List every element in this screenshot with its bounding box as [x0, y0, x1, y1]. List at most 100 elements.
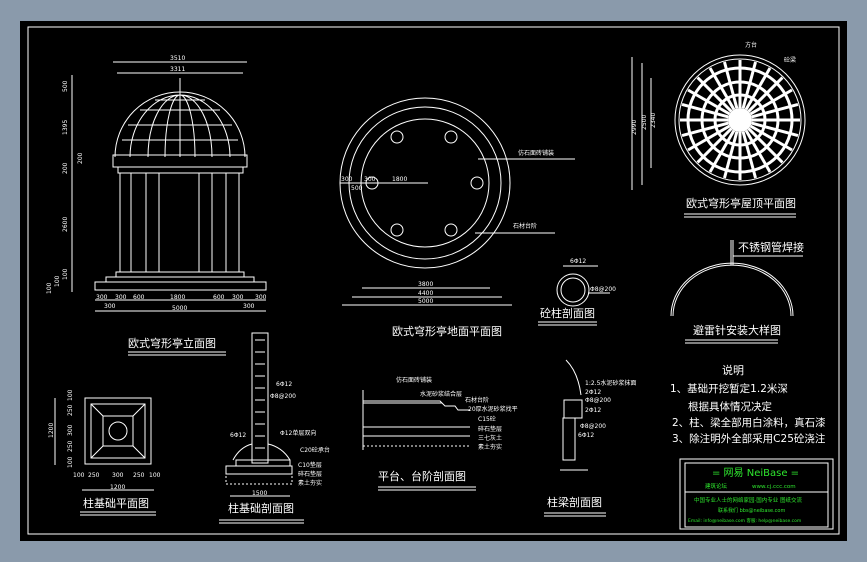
view-title: 柱基础剖面图 [228, 501, 294, 515]
annotation: 6Φ12 [276, 381, 292, 388]
brand-logo-text: = 网易 NeiBase = [712, 467, 799, 479]
roof-beam [696, 76, 733, 113]
dome [114, 91, 246, 158]
roof-beam [751, 103, 799, 119]
dim-label: 300 [115, 294, 127, 301]
dim-label: 500 [62, 80, 69, 92]
roof-beam [723, 61, 739, 109]
elevation-view: 3510 3311 500 1395 200 200 2600 100 100 … [46, 55, 267, 356]
roof-beam [708, 129, 736, 173]
dim-label: 300 [67, 424, 74, 436]
roof-beam [747, 127, 784, 164]
annotation: Φ12单层双向 [280, 429, 316, 437]
annotation: 石材台阶 [465, 396, 489, 404]
dim-label: 250 [67, 440, 74, 452]
annotation: 2Φ12 [585, 407, 601, 414]
annotation: 仿石面砖铺装 [396, 376, 432, 384]
dim-label: 2500 [641, 115, 648, 130]
dim-label: 100 [46, 282, 53, 294]
beam-section-view: 1:2.5水泥砂浆抹面 2Φ12 Φ8@200 2Φ12 Φ8@200 6Φ12… [544, 359, 636, 517]
roof-beam [747, 76, 784, 113]
footing-section-view: 1500 6Φ12 Φ8@200 6Φ12 Φ12单层双向 C20砼承台 C10… [219, 332, 330, 524]
note-line: 根据具体情况决定 [688, 400, 772, 413]
dim-label: 1800 [392, 176, 407, 183]
annotation: 2Φ12 [585, 389, 601, 396]
site-url[interactable]: www.cj.ccc.com [752, 484, 796, 490]
notes: 说明 1、基础开挖暂定1.2米深 根据具体情况决定 2、柱、梁全部用白涂料，真石… [670, 363, 826, 445]
roof-beam [751, 121, 799, 137]
roof-plan-view: 2990 2500 2340 方台 砼梁 欧式穹形亭屋顶平面图 [631, 41, 806, 218]
roof-beam [749, 124, 793, 152]
view-title: 砼柱剖面图 [540, 306, 595, 320]
dim-label: 250 [133, 472, 145, 479]
dim-label: 1500 [252, 490, 267, 497]
column-footprint [390, 223, 404, 237]
annotation: 6Φ12 [578, 432, 594, 439]
dim-label: 100 [149, 472, 161, 479]
view-title: 欧式穹形亭屋顶平面图 [686, 196, 796, 210]
annotation: 碎石垫层 [298, 470, 322, 478]
annotation: 石材台阶 [513, 222, 537, 230]
annotation: 不锈钢管焊接 [738, 240, 804, 254]
annotation: Φ8@200 [270, 393, 296, 400]
annotation: 砼梁 [784, 56, 796, 64]
dim-label: 250 [88, 472, 100, 479]
dim-label: 250 [67, 404, 74, 416]
dim-label: 300 [96, 294, 108, 301]
note-line: 2、柱、梁全部用白涂料，真石漆 [672, 416, 826, 429]
dim-label: 300 [232, 294, 244, 301]
dim-label: 300 [341, 176, 353, 183]
dim-label: 4400 [418, 290, 433, 297]
dim-label: 300 [243, 303, 255, 310]
lightning-rod-detail: 不锈钢管焊接 避雷针安装大样图 [670, 240, 804, 344]
dim-label: 5000 [172, 305, 187, 312]
dim-label: 2990 [631, 120, 638, 135]
annotation: C15砼 [478, 415, 496, 423]
annotation: 碎石垫层 [478, 425, 502, 433]
column-footprint [470, 176, 484, 190]
roof-beam [741, 61, 757, 109]
roof-beam [681, 121, 729, 137]
notes-title: 说明 [722, 363, 744, 377]
roof-beam [687, 88, 731, 116]
dim-label: 1395 [62, 120, 69, 135]
dim-label: 100 [54, 275, 61, 287]
annotation: Φ8@200 [580, 423, 606, 430]
annotation: 素土夯实 [298, 479, 322, 487]
note-line: 3、除注明外全部采用C25砼浇注 [672, 432, 826, 445]
roof-beam [723, 131, 739, 179]
column-footprint [390, 130, 404, 144]
dim-label: 3800 [418, 281, 433, 288]
view-title: 欧式穹形亭地面平面图 [392, 324, 502, 338]
dim-label: 5000 [418, 298, 433, 305]
platform-section-view: 仿石面砖铺装 水泥砂浆结合层 石材台阶 20厚水泥砂浆找平 C15砼 碎石垫层 … [362, 376, 518, 491]
annotation: 20厚水泥砂浆找平 [468, 405, 518, 413]
dim-label: 200 [77, 152, 84, 164]
column-section-view: 6Φ12 Φ8@200 砼柱剖面图 [538, 258, 616, 326]
base-steps [94, 281, 267, 291]
dim-label: 2340 [650, 113, 657, 128]
email: Email: info@neibase.com 客服: help@neibase… [688, 517, 801, 524]
annotation: C20砼承台 [300, 446, 330, 454]
roof-beam [744, 129, 772, 173]
annotation: 素土夯实 [478, 443, 502, 451]
view-title: 柱梁剖面图 [547, 495, 602, 509]
floor-plan-view: 1800 300 300 500 仿石面砖铺装 石材台阶 3800 4400 5… [339, 97, 575, 338]
annotation: 6Φ12 [230, 432, 246, 439]
dim-label: 1200 [110, 484, 125, 491]
dim-label: 600 [213, 294, 225, 301]
view-title: 平台、台阶剖面图 [378, 469, 466, 483]
note-line: 1、基础开挖暂定1.2米深 [670, 382, 788, 395]
footing-plan-view: 1200 100 250 300 250 100 100 250 300 250… [48, 389, 161, 516]
slogan: 中国专业人士的网络家园·国内专业 图纸交流 [694, 496, 802, 504]
column-footprint [444, 130, 458, 144]
annotation: 三七灰土 [478, 434, 502, 442]
dim-label: 3311 [170, 66, 185, 73]
annotation: C10垫层 [298, 461, 322, 469]
roof-beam [744, 67, 772, 111]
roof-beam [681, 103, 729, 119]
dim-label: 300 [255, 294, 267, 301]
dim-label: 600 [133, 294, 145, 301]
dim-label: 300 [364, 176, 376, 183]
dim-label: 3510 [170, 55, 185, 62]
